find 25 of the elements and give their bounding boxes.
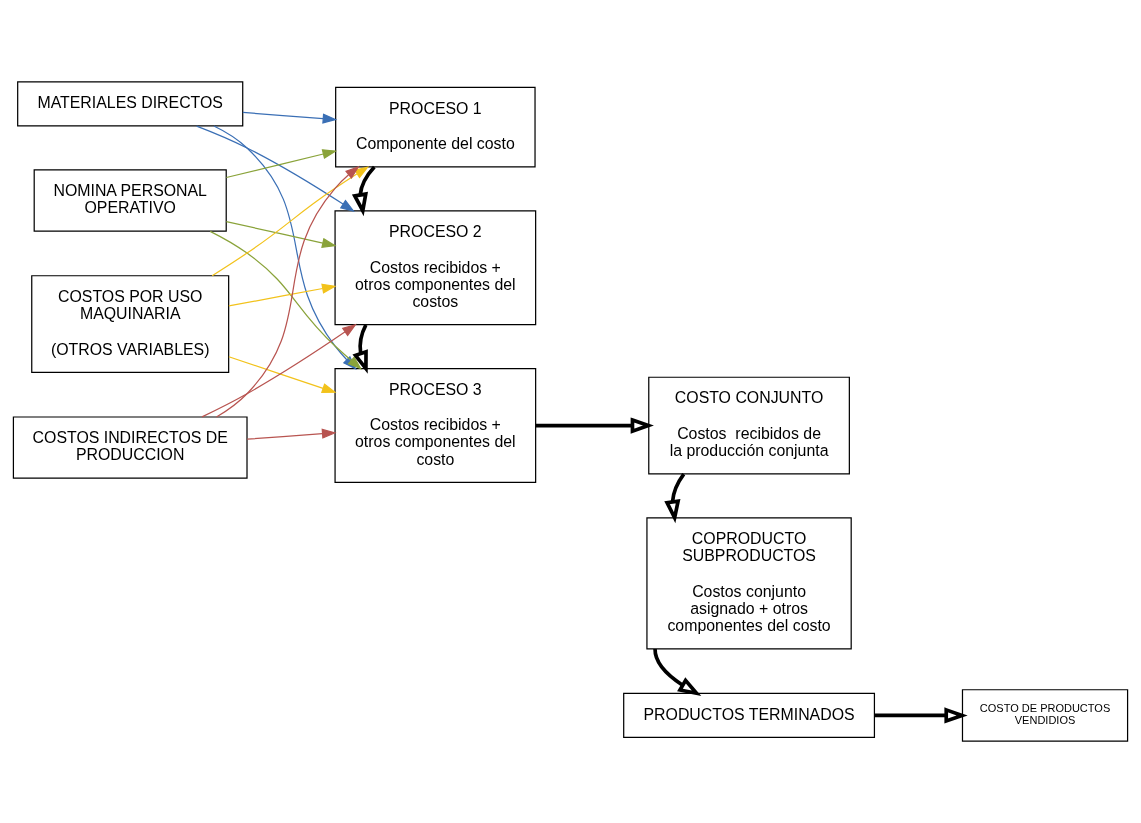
arrow [653,648,702,697]
arrow [228,283,337,307]
arrow [211,166,370,277]
arrow [196,125,355,212]
node-box: PROCESO 3 Costos recibidos + otros componentes del costo [334,368,537,484]
node-box: COSTO CONJUNTO Costos recibidos de la producción conjunta [648,376,850,475]
node-box: COSTO DE PRODUCTOS VENDIDIOS [961,689,1129,742]
node-box: PRODUCTOS TERMINADOS [623,692,876,739]
arrow [351,165,376,217]
arrow [874,707,968,724]
node-box: PROCESO 2 Costos recibidos + otros componentes del costos [334,210,537,326]
arrow [246,428,337,440]
node-box: COSTOS INDIRECTOS DE PRODUCCION [12,416,248,479]
arrow [225,221,337,248]
arrow [228,356,337,394]
node-box: COSTOS POR USO MAQUINARIA (OTROS VARIABLES) [31,275,230,373]
arrow [225,149,338,179]
node-box: MATERIALES DIRECTOS [17,81,244,127]
arrow [535,417,654,434]
node-box: NOMINA PERSONAL OPERATIVO [33,169,227,232]
arrow [242,111,338,124]
node-box: PROCESO 1 Componente del costo [335,86,536,168]
node-box: COPRODUCTO SUBPRODUCTOS Costos conjunto asignado + otros componentes del costo [646,517,852,650]
arrow [352,324,368,374]
arrow [664,473,686,524]
